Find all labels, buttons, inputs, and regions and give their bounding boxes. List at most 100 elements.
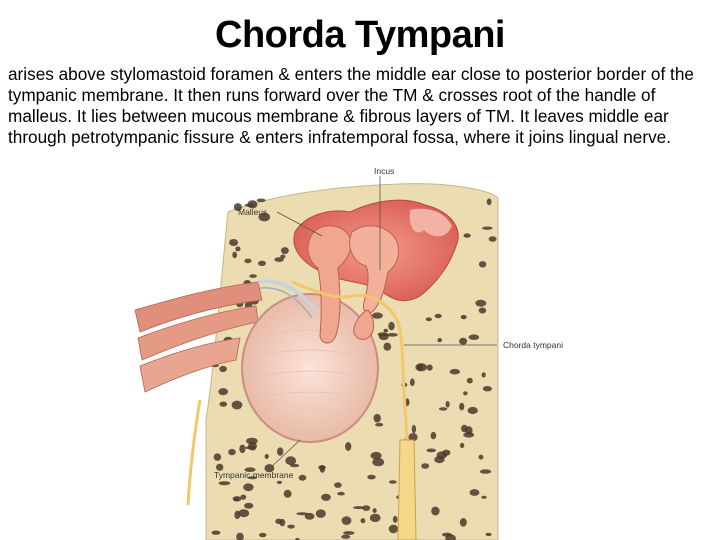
label-malleus: Malleus [238, 207, 267, 217]
facial-nerve-trunk [397, 439, 417, 540]
bone-pore [482, 226, 493, 230]
bone-pore [318, 465, 326, 470]
bone-pore [438, 407, 448, 411]
bone-pore [434, 313, 442, 319]
bone-pore [461, 424, 468, 433]
bone-pore [437, 338, 443, 343]
bone-pore [341, 534, 351, 539]
bone-pore [421, 463, 430, 469]
bone-pore [468, 334, 480, 341]
bone-pore [280, 254, 286, 259]
bone-pore [388, 524, 399, 534]
bone-pore [373, 413, 381, 423]
bone-pore [481, 495, 487, 499]
bone-pore [244, 258, 252, 264]
bone-pore [247, 476, 258, 480]
bone-pore [478, 454, 484, 460]
bone-pore [426, 448, 437, 453]
bone-pore [485, 532, 492, 537]
bone-pore [341, 516, 352, 525]
bone-pore [415, 363, 428, 372]
bone-pore [229, 239, 239, 246]
bone-pore [231, 400, 243, 410]
bone-pore [459, 337, 468, 345]
bone-pore [277, 447, 284, 456]
bone-pore [352, 506, 365, 510]
bone-pore [216, 463, 224, 471]
bone-pore [249, 274, 257, 278]
bone-pore [234, 497, 239, 502]
bone-pore [239, 444, 246, 454]
bone-pore [337, 491, 345, 496]
bone-pore [334, 482, 342, 488]
tympanic-membrane [241, 293, 379, 443]
bone-pore [409, 378, 415, 387]
bone-pore [244, 203, 255, 207]
bone-pore [258, 532, 267, 538]
bone-pore [295, 537, 300, 540]
leader-lines [267, 176, 497, 471]
bone-pore [389, 480, 397, 484]
external-canal-wall [134, 281, 263, 333]
bone-pore [387, 333, 398, 337]
bone-pore [469, 489, 480, 496]
grey-nerve-strand [257, 279, 320, 314]
bone-pore [304, 512, 315, 520]
bone-pore [343, 531, 355, 535]
bone-pore [463, 391, 468, 396]
bone-pore [258, 212, 271, 222]
bone-pore [383, 342, 392, 351]
bone-pore [219, 401, 228, 407]
bone-pore [238, 509, 250, 518]
bone-pore [430, 431, 437, 440]
slide-title: Chorda Tympani [215, 14, 506, 56]
canal-muscle-band-lower [139, 337, 241, 393]
stapes [353, 309, 375, 340]
bone-pore [482, 386, 492, 392]
bone-pore [463, 233, 471, 238]
bone-pore [258, 260, 266, 266]
bone-pore [287, 524, 295, 529]
bone-pore [276, 480, 283, 484]
bone-pore [362, 505, 371, 511]
bone-pore [369, 513, 381, 523]
bone-pore [219, 365, 227, 373]
bone-pore [236, 532, 244, 540]
bone-pore [459, 442, 465, 448]
nerve-branch-left [186, 399, 202, 506]
bone-pore [459, 518, 467, 527]
bone-pore [244, 502, 254, 509]
label-tympanic-membrane: Tympanic membrane [214, 470, 294, 480]
slide-body-text: arises above stylomastoid foramen & ente… [8, 64, 694, 147]
bone-pore [372, 508, 377, 513]
bone-pore [372, 312, 383, 319]
bone-pore [475, 299, 487, 307]
bone-pore [460, 314, 467, 320]
bone-pore [274, 257, 284, 262]
bone-pore [321, 493, 331, 501]
bone-pore [408, 433, 418, 442]
bone-pore [233, 203, 242, 212]
bone-pore [213, 453, 222, 461]
bone-pore [377, 332, 389, 337]
bone-pore [431, 506, 440, 516]
bone-pore [434, 456, 445, 464]
bone-pore [467, 406, 478, 415]
bone-pore [459, 402, 465, 411]
bone-pore [370, 451, 382, 460]
bone-pore [463, 432, 475, 438]
bone-pore [479, 469, 492, 474]
bone-pore [298, 474, 307, 481]
bone-pore [367, 474, 376, 480]
bone-pore [360, 518, 366, 524]
bone-pore [488, 236, 497, 242]
bone-pore [315, 509, 326, 518]
bone-pore [218, 481, 231, 486]
bone-pore [442, 532, 452, 537]
bone-pore [243, 483, 254, 492]
bone-pore [383, 328, 389, 333]
bone-pore [478, 261, 487, 268]
bone-pore [256, 198, 266, 203]
bone-pore [372, 457, 385, 467]
